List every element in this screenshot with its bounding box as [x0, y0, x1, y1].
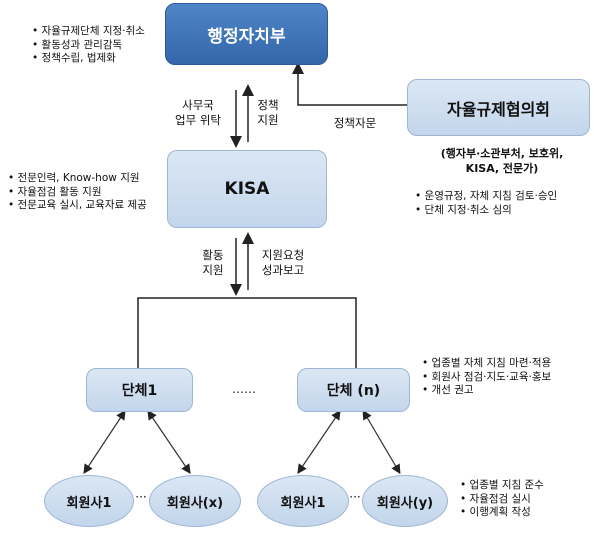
groups-bracket — [137, 297, 357, 368]
kisa-bullet: 전문인력, Know-how 지원 — [8, 172, 147, 186]
ministry-name: 행정자치부 — [207, 26, 286, 47]
groups-bullet: 업종별 자체 지침 마련·적용 — [422, 357, 552, 371]
kisa-bullet: 자율점검 활동 지원 — [8, 186, 147, 200]
arrow-council-to-ministry — [292, 62, 407, 106]
groups-ellipsis: …… — [232, 382, 256, 396]
arrow-group1-memberx — [147, 410, 191, 474]
member-gn-y: 회원사(y) — [362, 475, 448, 527]
groupn-box: 단체 (n) — [297, 368, 410, 412]
member-g1-1-name: 회원사1 — [66, 495, 112, 511]
council-bullet: 운영규정, 자체 지침 검토·승인 — [415, 190, 558, 204]
arrow-groupn-membery — [362, 409, 401, 475]
groups-bullet: 개선 권고 — [422, 384, 551, 398]
arrow-group1-member1 — [83, 409, 126, 475]
label-kisa-to-groups: 활동 지원 — [202, 248, 224, 277]
groupn-name: 단체 (n) — [326, 383, 381, 399]
label-groups-to-kisa: 지원요청 성과보고 — [261, 248, 305, 277]
kisa-bullets: 전문인력, Know-how 지원 자율점검 활동 지원 전문교육 실시, 교육… — [8, 172, 147, 213]
members-bullets: 업종별 지침 준수 자율점검 실시 이행계획 작성 — [460, 479, 544, 520]
member-gn-1: 회원사1 — [257, 475, 349, 527]
kisa-name: KISA — [224, 179, 270, 199]
groups-bullets: 업종별 자체 지침 마련·적용 회원사 점검·지도·교육·홍보 개선 권고 — [422, 357, 552, 398]
member-gn-y-name: 회원사(y) — [376, 495, 434, 511]
members-bullet: 업종별 지침 준수 — [460, 479, 544, 493]
member-g1-1: 회원사1 — [44, 475, 134, 527]
council-box: 자율규제협의회 — [407, 79, 590, 136]
council-name: 자율규제협의회 — [446, 99, 551, 119]
members-dots-1: ··· — [135, 490, 147, 504]
label-kisa-to-ministry: 정책 지원 — [257, 98, 279, 127]
ministry-bullet: 정책수립, 법제화 — [32, 52, 145, 66]
member-gn-1-name: 회원사1 — [280, 495, 326, 511]
member-g1-x: 회원사(x) — [149, 475, 241, 527]
member-g1-x-name: 회원사(x) — [166, 495, 224, 511]
council-bullets: 운영규정, 자체 지침 검토·승인 단체 지정·취소 심의 — [415, 190, 558, 218]
kisa-box: KISA — [167, 150, 327, 228]
label-council-to-ministry: 정책자문 — [333, 116, 377, 130]
members-dots-2: ··· — [349, 490, 361, 504]
members-bullet: 자율점검 실시 — [460, 493, 544, 507]
kisa-bullet: 전문교육 실시, 교육자료 제공 — [8, 199, 147, 213]
arrow-groupn-member1 — [297, 410, 341, 474]
ministry-bullet: 자율규제단체 지정·취소 — [32, 25, 145, 39]
ministry-bullets: 자율규제단체 지정·취소 활동성과 관리감독 정책수립, 법제화 — [32, 25, 145, 66]
group1-box: 단체1 — [86, 368, 193, 412]
members-bullet: 이행계획 작성 — [460, 506, 544, 520]
label-ministry-to-kisa: 사무국 업무 위탁 — [175, 98, 221, 127]
groups-bullet: 회원사 점검·지도·교육·홍보 — [422, 371, 552, 385]
ministry-box: 행정자치부 — [165, 3, 328, 65]
group1-name: 단체1 — [121, 383, 158, 399]
council-bullet: 단체 지정·취소 심의 — [415, 204, 557, 218]
council-members: (행자부·소관부처, 보호위, KISA, 전문가) — [440, 147, 564, 175]
ministry-bullet: 활동성과 관리감독 — [32, 39, 145, 53]
